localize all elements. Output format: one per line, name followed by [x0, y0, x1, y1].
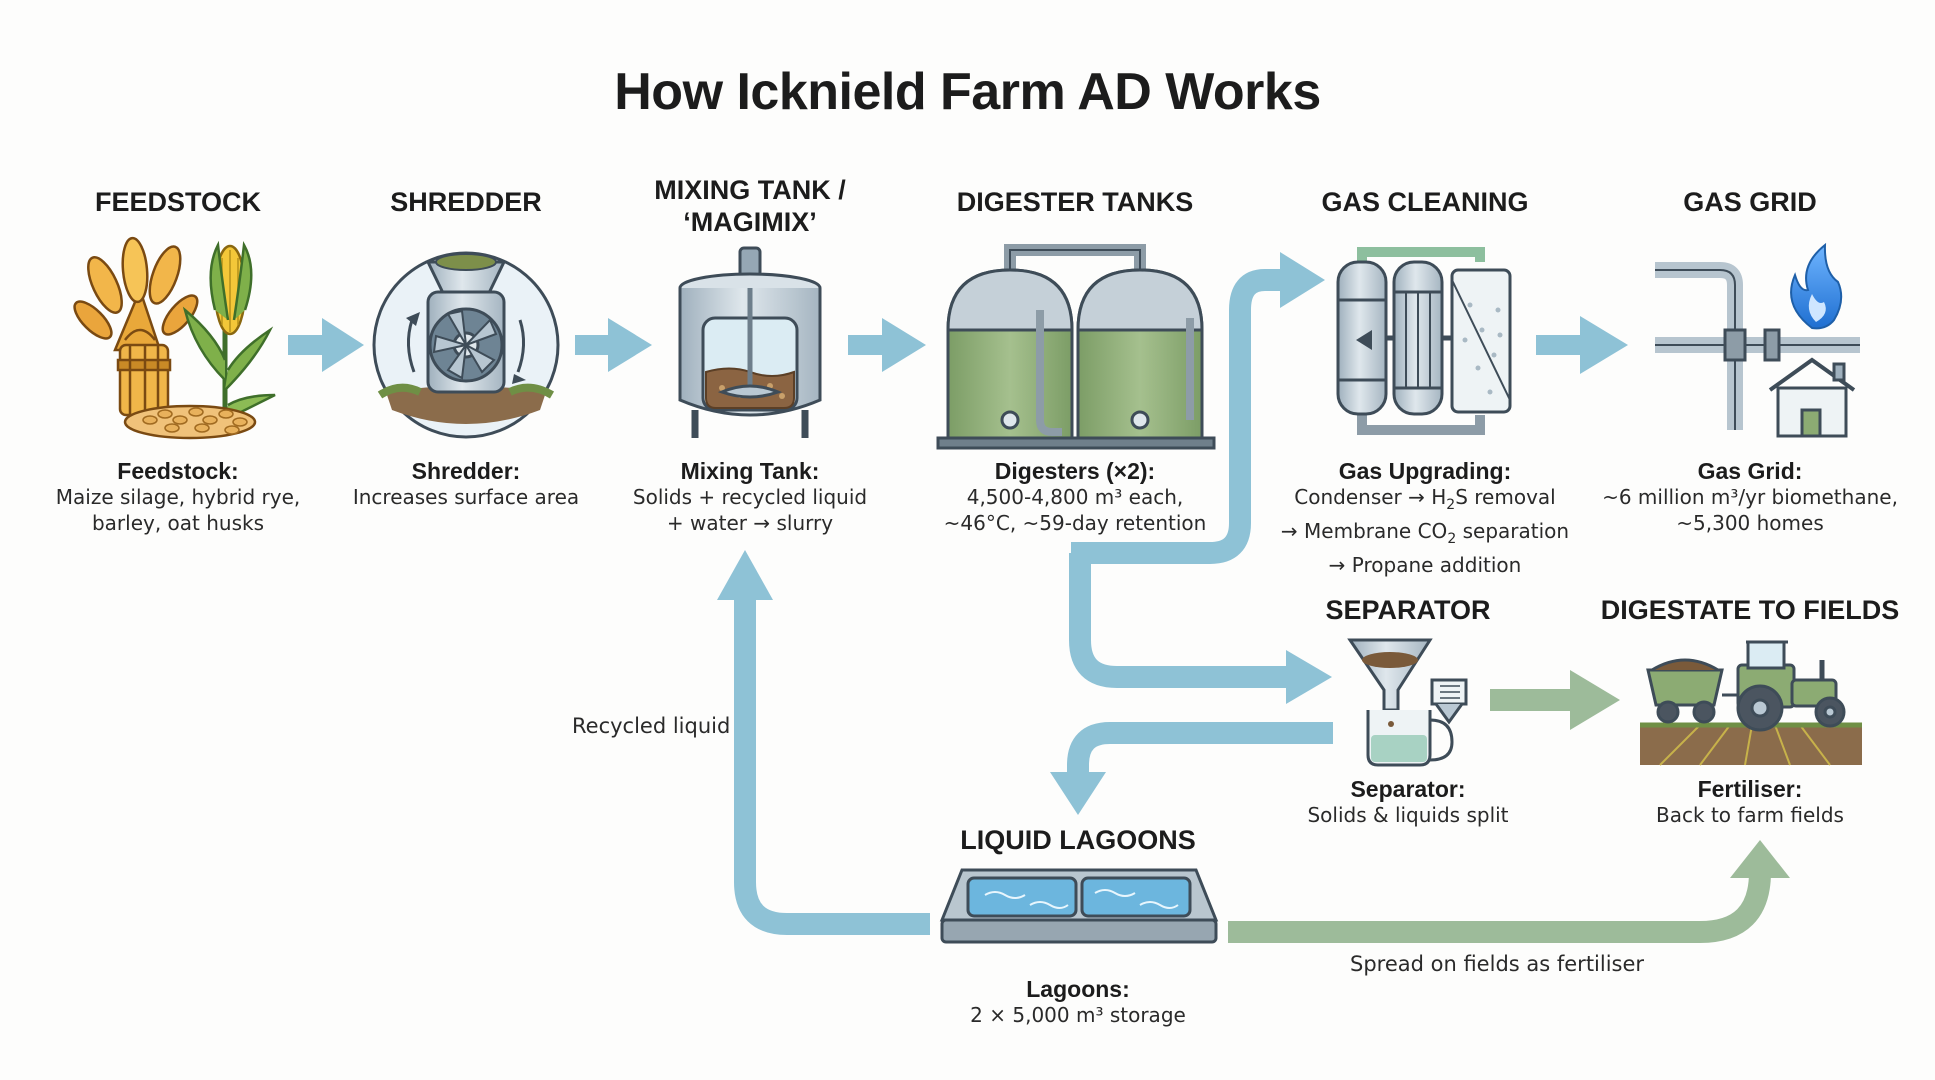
caption-fertiliser: Fertiliser: Back to farm fields: [1580, 776, 1920, 828]
flow-arrows: [288, 252, 1790, 943]
heading-shredder: SHREDDER: [390, 187, 542, 217]
caption-separator: Separator: Solids & liquids split: [1238, 776, 1578, 828]
arrow-feedstock-to-shredder: [288, 318, 364, 372]
caption-title: Fertiliser:: [1697, 776, 1803, 802]
caption-line: Back to farm fields: [1656, 803, 1844, 827]
mixing-tank-icon: [678, 246, 822, 438]
caption-line: barley, oat husks: [91, 511, 265, 535]
heading-mixing-line-1: MIXING TANK /: [654, 175, 846, 205]
caption-feedstock: Feedstock: Maize silage, hybrid rye, bar…: [8, 458, 348, 536]
lagoons-icon: [939, 868, 1219, 944]
caption-title: Gas Grid:: [1697, 458, 1803, 484]
arrow-separator-to-fields: [1490, 670, 1620, 730]
caption-line: 4,500-4,800 m³ each,: [966, 485, 1184, 509]
heading-gas-cleaning: GAS CLEANING: [1321, 187, 1529, 217]
wheat-and-maize-icon: [73, 236, 276, 440]
shredder-icon: [372, 251, 560, 439]
caption-lagoons: Lagoons: 2 × 5,000 m³ storage: [908, 976, 1248, 1028]
caption-line: → Propane addition: [1328, 553, 1522, 577]
caption-gas-grid: Gas Grid: ~6 million m³/yr biomethane, ~…: [1570, 458, 1930, 536]
label-recycled-liquid: Recycled liquid: [572, 714, 731, 738]
heading-separator: SEPARATOR: [1325, 595, 1491, 625]
caption-line: + water → slurry: [666, 511, 834, 535]
label-spread-on-fields: Spread on fields as fertiliser: [1350, 952, 1645, 976]
tractor-trailer-icon: [1640, 640, 1862, 766]
caption-line: Maize silage, hybrid rye,: [55, 485, 301, 509]
caption-digester: Digesters (×2): 4,500-4,800 m³ each, ~46…: [905, 458, 1245, 536]
caption-title: Lagoons:: [1026, 976, 1130, 1002]
heading-gas-grid: GAS GRID: [1683, 187, 1817, 217]
heading-feedstock: FEEDSTOCK: [94, 187, 262, 217]
caption-line: 2 × 5,000 m³ storage: [970, 1003, 1186, 1027]
caption-line: ~6 million m³/yr biomethane,: [1602, 485, 1898, 509]
caption-line: Condenser → H2S removal: [1294, 485, 1556, 513]
heading-mixing-line-2: ‘MAGIMIX’: [683, 207, 817, 237]
caption-line: ~46°C, ~59-day retention: [943, 511, 1207, 535]
arrow-separator-to-lagoons: [1050, 722, 1333, 815]
gas-grid-pipe-flame-house-icon: [1655, 242, 1860, 438]
caption-line: Solids + recycled liquid: [632, 485, 868, 509]
heading-digestate-to-fields: DIGESTATE TO FIELDS: [1600, 595, 1900, 625]
caption-title: Mixing Tank:: [680, 458, 820, 484]
caption-line: → Membrane CO2 separation: [1280, 519, 1570, 547]
gas-upgrading-columns-icon: [1336, 247, 1512, 435]
arrow-digester-to-gascleaning: [1071, 252, 1325, 564]
arrow-mixing-to-digester: [848, 318, 926, 372]
caption-line: Increases surface area: [352, 485, 580, 509]
caption-title: Feedstock:: [117, 458, 239, 484]
caption-title: Shredder:: [411, 458, 521, 484]
caption-title: Separator:: [1350, 776, 1466, 802]
caption-line: Solids & liquids split: [1307, 803, 1509, 827]
arrow-recycled-liquid: [717, 550, 930, 935]
caption-line: ~5,300 homes: [1676, 511, 1824, 535]
digester-tanks-icon: [936, 244, 1216, 450]
arrow-shredder-to-mixing: [575, 318, 652, 372]
heading-digester-tanks: DIGESTER TANKS: [956, 187, 1194, 217]
caption-gas-upgrading: Gas Upgrading: Condenser → H2S removal →…: [1255, 458, 1595, 578]
caption-mixing: Mixing Tank: Solids + recycled liquid + …: [580, 458, 920, 536]
caption-title: Gas Upgrading:: [1338, 458, 1512, 484]
heading-liquid-lagoons: LIQUID LAGOONS: [960, 825, 1196, 855]
arrow-gascleaning-to-grid: [1536, 316, 1628, 374]
page-title: How Icknield Farm AD Works: [614, 63, 1321, 121]
heading-mixing-tank: MIXING TANK / ‘MAGIMIX’: [585, 174, 915, 238]
arrow-digester-to-separator: [1069, 553, 1332, 704]
caption-shredder: Shredder: Increases surface area: [296, 458, 636, 510]
arrow-spread-on-fields: [1228, 840, 1790, 943]
separator-funnel-icon: [1347, 638, 1468, 767]
caption-title: Digesters (×2):: [994, 458, 1156, 484]
